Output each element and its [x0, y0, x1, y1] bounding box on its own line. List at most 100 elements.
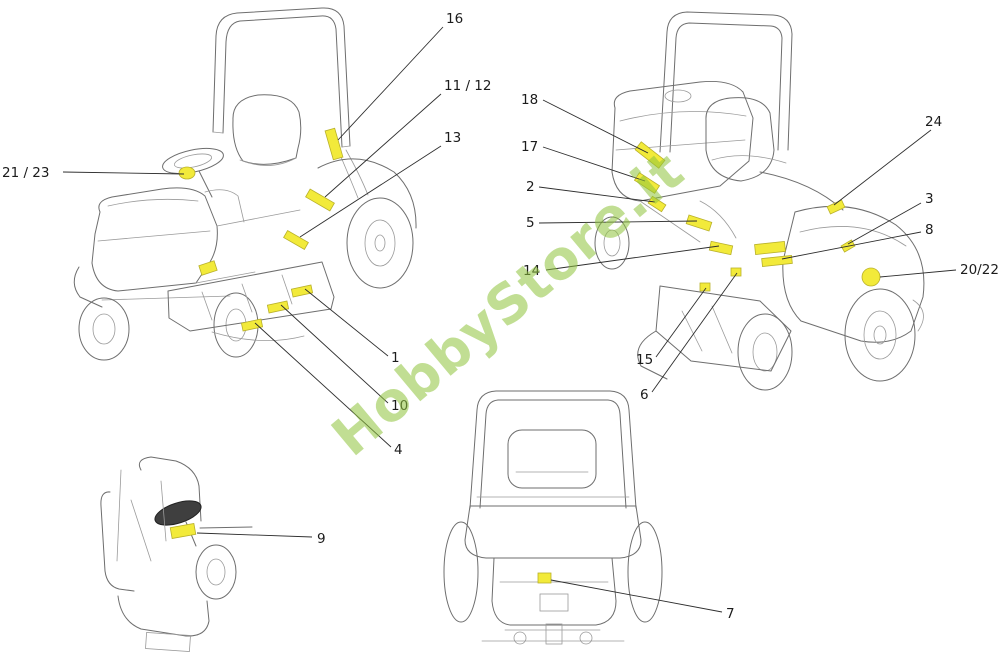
callout-label: 15 — [636, 352, 653, 368]
decal-front-deck — [198, 260, 218, 276]
seat — [705, 97, 775, 182]
callout-3: 3 — [847, 191, 934, 245]
callout-line — [538, 186, 656, 203]
rear-wheel — [737, 313, 793, 391]
handlebar — [759, 171, 844, 211]
callout-line — [550, 579, 723, 613]
callout-label: 3 — [925, 191, 934, 207]
callout-5: 5 — [526, 215, 698, 231]
callout-label: 21 / 23 — [2, 165, 50, 181]
callout-line — [538, 220, 698, 224]
callout-label: 18 — [521, 92, 538, 108]
callout-label: 1 — [391, 350, 400, 366]
decal-9 — [169, 523, 197, 539]
callout-label: 6 — [640, 387, 649, 403]
rops-frame — [659, 11, 793, 153]
callout-line — [781, 231, 922, 260]
callouts-bottom: 7 9 — [196, 531, 735, 622]
deck-edge — [117, 595, 210, 637]
callout-line — [655, 287, 707, 358]
decal-5 — [685, 214, 713, 232]
callout-line — [651, 272, 738, 393]
seat — [232, 94, 302, 165]
callout-15: 15 — [636, 287, 707, 368]
front-wheel — [594, 216, 630, 270]
rops-frame — [469, 390, 637, 509]
callout-21-23: 21 / 23 — [2, 165, 185, 181]
callout-label: 16 — [446, 11, 463, 27]
decal-11-12 — [305, 188, 335, 212]
callout-2: 2 — [526, 179, 656, 203]
decal-1 — [290, 284, 314, 298]
tow-rod — [199, 526, 253, 529]
callout-line — [542, 99, 649, 154]
decal-15 — [699, 282, 711, 292]
callout-label: 2 — [526, 179, 535, 195]
callout-line — [280, 304, 389, 404]
decal-14 — [708, 240, 734, 256]
rear-wheel — [844, 288, 916, 382]
mower-deck — [167, 261, 335, 332]
rear-fender — [464, 505, 642, 559]
decal-24 — [826, 199, 846, 215]
callout-label: 14 — [523, 263, 540, 279]
callout-10: 10 — [280, 304, 408, 414]
callout-label: 20/22 — [960, 262, 999, 278]
seat-back — [507, 429, 597, 489]
view-rear — [443, 390, 663, 645]
callout-8: 8 — [781, 222, 934, 260]
steering-wheel — [162, 147, 224, 175]
decal-6 — [730, 267, 742, 277]
callout-label: 10 — [391, 398, 408, 414]
deflector — [637, 330, 668, 380]
engine-hood — [611, 81, 754, 202]
fuel-cap — [664, 89, 692, 103]
callout-line — [62, 171, 185, 175]
callout-11-12: 11 / 12 — [324, 78, 492, 198]
callout-20-22: 20/22 — [879, 262, 999, 278]
bumper-frame — [100, 491, 135, 592]
callout-4: 4 — [254, 322, 403, 458]
decal-2 — [647, 195, 667, 213]
decal-10 — [266, 300, 290, 314]
callout-label: 5 — [526, 215, 535, 231]
callout-9: 9 — [196, 531, 326, 547]
callout-1: 1 — [304, 288, 400, 366]
decal-4 — [240, 318, 264, 332]
rear-wheel — [627, 521, 663, 623]
callout-line — [542, 146, 646, 182]
callout-line — [879, 269, 957, 278]
callout-16: 16 — [337, 11, 463, 141]
decal-7 — [537, 572, 552, 584]
steering-wheel — [154, 500, 202, 526]
callouts-front-left: 16 11 / 12 13 21 / 23 1 10 — [2, 11, 492, 458]
rops-frame — [212, 7, 351, 147]
engine-cover — [491, 557, 617, 626]
callout-line — [545, 245, 720, 271]
callout-label: 4 — [394, 442, 403, 458]
callout-13: 13 — [299, 130, 461, 238]
callout-label: 17 — [521, 139, 538, 155]
callout-line — [196, 532, 313, 538]
callout-line — [337, 26, 444, 141]
callout-18: 18 — [521, 92, 649, 154]
decal-21-23 — [178, 166, 196, 180]
rear-wheel — [443, 521, 479, 623]
callout-label: 24 — [925, 114, 942, 130]
callout-6: 6 — [640, 272, 738, 403]
callout-line — [304, 288, 389, 357]
hitch — [545, 623, 563, 645]
callout-line — [847, 202, 922, 245]
view-front-left — [73, 7, 417, 361]
decal-20-22 — [861, 267, 881, 287]
callout-line — [299, 145, 442, 238]
view-rear-right — [594, 11, 925, 391]
decal-18 — [634, 141, 666, 169]
callout-17: 17 — [521, 139, 646, 182]
callout-14: 14 — [523, 245, 720, 279]
callout-label: 7 — [726, 606, 735, 622]
front-wheel — [195, 544, 237, 600]
rear-wheel — [346, 197, 414, 289]
